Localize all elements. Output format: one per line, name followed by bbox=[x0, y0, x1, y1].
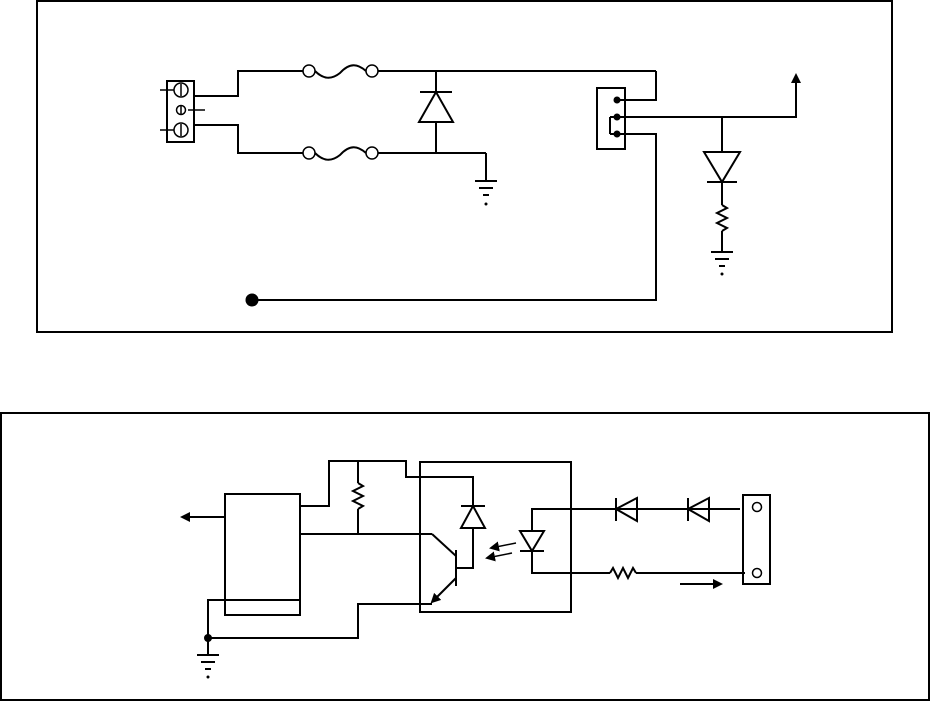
output-arrow-top bbox=[617, 75, 796, 117]
wire-return bbox=[252, 134, 656, 300]
terminal-dot bbox=[246, 294, 259, 307]
ground-bottom bbox=[197, 638, 219, 679]
opto-photodiode bbox=[456, 506, 485, 568]
diode-output bbox=[704, 117, 740, 205]
wire-upper-input bbox=[194, 71, 303, 96]
bottom-panel bbox=[1, 413, 929, 700]
top-panel bbox=[37, 1, 892, 332]
diode-clamp bbox=[419, 71, 453, 153]
wire-supply bbox=[300, 461, 473, 506]
fuse-upper bbox=[303, 65, 378, 78]
opto-transistor bbox=[432, 534, 456, 602]
top-panel-frame bbox=[37, 1, 892, 332]
terminal-block bbox=[160, 81, 205, 142]
wire-ground-return bbox=[208, 600, 432, 638]
resistor-series bbox=[610, 568, 745, 578]
light-arrows bbox=[487, 543, 516, 558]
ic-block bbox=[225, 494, 300, 615]
connector-top bbox=[597, 88, 625, 149]
connector-bottom bbox=[743, 495, 770, 584]
ground-top-left bbox=[475, 153, 497, 206]
wire-lower-input bbox=[194, 125, 303, 153]
fuse-lower bbox=[303, 147, 378, 160]
ground-top-right bbox=[711, 252, 733, 276]
resistor-top bbox=[717, 205, 727, 252]
bottom-panel-frame bbox=[1, 413, 929, 700]
optocoupler bbox=[420, 462, 571, 612]
resistor-pullup bbox=[353, 461, 363, 534]
wire-connector-pin1 bbox=[617, 71, 656, 100]
opto-led bbox=[520, 509, 740, 573]
